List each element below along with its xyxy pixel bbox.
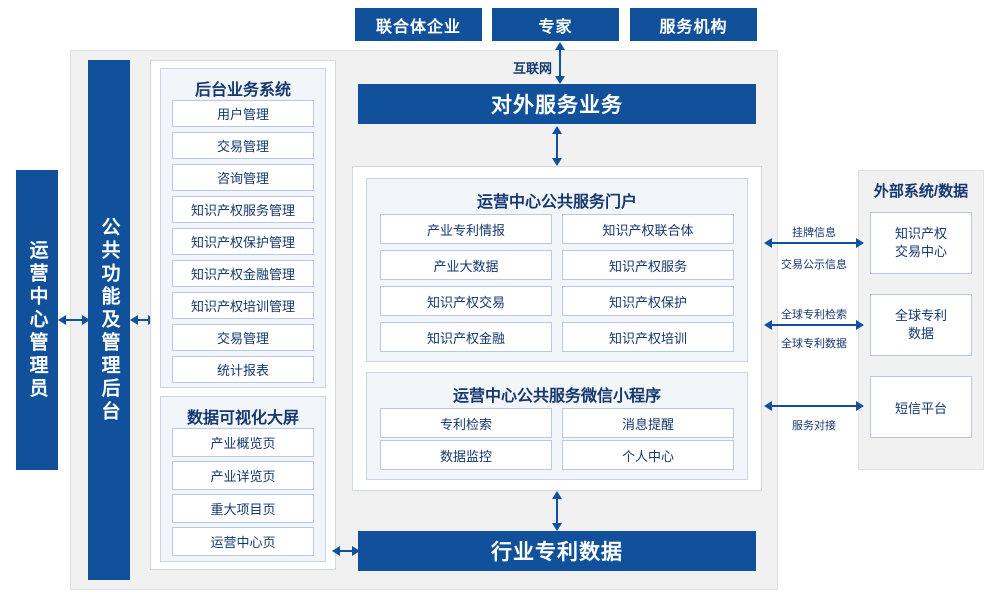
portal-item-4[interactable]: 知识产权交易 [380, 286, 552, 316]
industry-data-box[interactable]: 行业专利数据 [358, 531, 756, 571]
portal-item-label: 产业大数据 [433, 258, 499, 274]
top-box-0[interactable]: 联合体企业 [355, 8, 482, 41]
dashboard-item-label: 重大项目页 [210, 502, 276, 517]
dashboard-item-1[interactable]: 产业详览页 [172, 461, 314, 490]
backend-item-label: 统计报表 [216, 363, 269, 378]
portal-item-label: 知识产权培训 [608, 330, 687, 346]
portal-item-label: 知识产权联合体 [602, 222, 694, 238]
top-box-1[interactable]: 专家 [492, 8, 619, 41]
miniprogram-item-label: 专利检索 [439, 416, 492, 432]
backend-item-label: 用户管理 [216, 107, 269, 122]
public-functions-box[interactable]: 公共功能及管理后台 [88, 60, 130, 580]
dashboard-item-2[interactable]: 重大项目页 [172, 494, 314, 523]
backend-item-5[interactable]: 知识产权金融管理 [172, 260, 314, 287]
portal-item-label: 知识产权交易 [426, 294, 505, 310]
arrow-external-2 [764, 396, 864, 416]
admin-box[interactable]: 运营中心管理员 [16, 170, 58, 470]
internet-label: 互联网 [512, 61, 552, 76]
arrow-external-0 [764, 233, 864, 253]
backend-item-2[interactable]: 咨询管理 [172, 164, 314, 191]
industry-data-label: 行业专利数据 [491, 541, 623, 564]
dashboard-title: 数据可视化大屏 [186, 410, 299, 427]
miniprogram-item-3[interactable]: 个人中心 [562, 440, 734, 470]
external-item-0[interactable]: 知识产权 交易中心 [870, 212, 972, 274]
portal-item-5[interactable]: 知识产权保护 [562, 286, 734, 316]
miniprogram-title: 运营中心公共服务微信小程序 [452, 388, 661, 405]
arrow-admin-public [58, 310, 90, 330]
connector-label-2: 全球专利检索 [781, 309, 847, 321]
backend-item-label: 知识产权金融管理 [190, 267, 295, 282]
backend-item-3[interactable]: 知识产权服务管理 [172, 196, 314, 223]
miniprogram-item-2[interactable]: 数据监控 [380, 440, 552, 470]
external-item-1[interactable]: 全球专利 数据 [870, 294, 972, 356]
backend-item-label: 知识产权服务管理 [190, 203, 295, 218]
backend-item-8[interactable]: 统计报表 [172, 356, 314, 383]
miniprogram-item-label: 数据监控 [439, 448, 492, 464]
backend-item-label: 交易管理 [216, 331, 269, 346]
backend-item-label: 咨询管理 [216, 171, 269, 186]
external-item-label-line1: 全球专利 [894, 307, 947, 323]
external-item-label-line2: 数据 [907, 326, 934, 341]
external-title: 外部系统/数据 [873, 183, 969, 200]
portal-item-label: 知识产权金融 [426, 330, 505, 346]
portal-item-label: 知识产权服务 [608, 258, 687, 274]
external-service-label: 对外服务业务 [491, 94, 623, 117]
backend-item-1[interactable]: 交易管理 [172, 132, 314, 159]
arrow-backend-industry [332, 541, 360, 561]
portal-item-label: 知识产权保护 [608, 294, 687, 310]
connector-label-4: 服务对接 [792, 420, 836, 432]
top-box-2[interactable]: 服务机构 [630, 8, 757, 41]
connector-label-1: 交易公示信息 [781, 259, 847, 271]
portal-item-label: 产业专利情报 [426, 222, 505, 238]
miniprogram-item-label: 个人中心 [621, 448, 674, 464]
arrow-portal-data [547, 491, 567, 531]
portal-item-0[interactable]: 产业专利情报 [380, 214, 552, 244]
public-functions-label: 公共功能及管理后台 [98, 216, 120, 424]
top-box-label: 专家 [538, 18, 573, 36]
top-box-label: 服务机构 [659, 18, 728, 36]
miniprogram-item-1[interactable]: 消息提醒 [562, 408, 734, 438]
portal-item-1[interactable]: 知识产权联合体 [562, 214, 734, 244]
backend-item-label: 交易管理 [216, 139, 269, 154]
admin-label: 运营中心管理员 [26, 239, 48, 401]
backend-title: 后台业务系统 [194, 82, 291, 99]
portal-item-3[interactable]: 知识产权服务 [562, 250, 734, 280]
external-item-2[interactable]: 短信平台 [870, 376, 972, 438]
portal-item-6[interactable]: 知识产权金融 [380, 322, 552, 352]
miniprogram-item-0[interactable]: 专利检索 [380, 408, 552, 438]
arrow-external-1 [764, 315, 864, 335]
backend-item-label: 知识产权保护管理 [190, 235, 295, 250]
connector-label-3: 全球专利数据 [781, 338, 847, 350]
external-item-label-line1: 知识产权 [894, 225, 947, 241]
backend-item-label: 知识产权培训管理 [190, 299, 295, 314]
external-item-label-line2: 交易中心 [894, 244, 947, 259]
arrow-service-portal [547, 126, 567, 166]
dashboard-item-label: 运营中心页 [210, 535, 276, 550]
connector-label-0: 挂牌信息 [792, 227, 836, 239]
portal-item-2[interactable]: 产业大数据 [380, 250, 552, 280]
top-box-label: 联合体企业 [375, 18, 461, 36]
backend-item-4[interactable]: 知识产权保护管理 [172, 228, 314, 255]
arrow-internet [550, 42, 570, 84]
dashboard-item-0[interactable]: 产业概览页 [172, 428, 314, 457]
external-service-box[interactable]: 对外服务业务 [358, 84, 756, 124]
dashboard-item-3[interactable]: 运营中心页 [172, 527, 314, 556]
external-item-label: 短信平台 [894, 400, 947, 416]
backend-item-7[interactable]: 交易管理 [172, 324, 314, 351]
portal-title: 运营中心公共服务门户 [476, 194, 637, 211]
miniprogram-item-label: 消息提醒 [621, 416, 674, 432]
backend-item-0[interactable]: 用户管理 [172, 100, 314, 127]
dashboard-item-label: 产业概览页 [210, 436, 276, 451]
dashboard-item-label: 产业详览页 [210, 469, 276, 484]
portal-item-7[interactable]: 知识产权培训 [562, 322, 734, 352]
backend-item-6[interactable]: 知识产权培训管理 [172, 292, 314, 319]
